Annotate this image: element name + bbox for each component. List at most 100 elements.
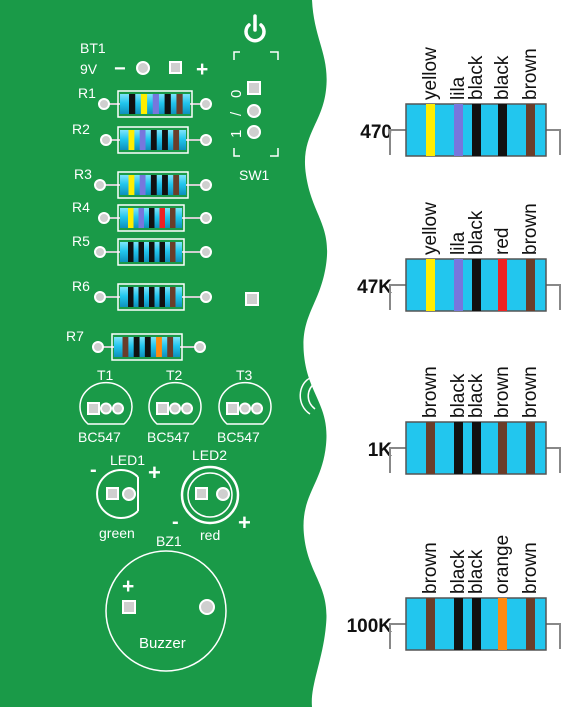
- transistor-ref: T2: [166, 367, 183, 383]
- led2-ref: LED2: [192, 447, 227, 463]
- resistor-ref: R2: [72, 121, 90, 137]
- edge-outline: [299, 377, 316, 415]
- legend-band-label: brown: [520, 542, 541, 594]
- transistor-pad: [251, 402, 263, 415]
- legend-band-label: black: [448, 373, 469, 418]
- resistor-pad: [98, 98, 110, 110]
- resistor-outline: [117, 204, 185, 232]
- legend-band-label: black: [466, 549, 487, 594]
- legend-band-label: brown: [520, 48, 541, 100]
- led2-color: red: [200, 527, 220, 543]
- legend-band-label: black: [448, 549, 469, 594]
- resistor-pad: [94, 246, 106, 258]
- legend-band: [498, 259, 507, 311]
- battery-ref: BT1: [80, 40, 106, 56]
- resistor-3: R3: [74, 166, 212, 199]
- legend-band: [498, 598, 507, 650]
- led1-minus: -: [90, 459, 97, 481]
- resistor-band: [144, 337, 151, 357]
- led2-inner: [187, 472, 233, 518]
- resistor-ref: R1: [78, 85, 96, 101]
- resistor-ref: R5: [72, 233, 90, 249]
- buzzer-name: Buzzer: [139, 635, 186, 652]
- resistor-outline: [117, 126, 189, 154]
- resistor-band: [128, 242, 134, 262]
- legend-band: [526, 104, 535, 156]
- resistor-band: [170, 242, 176, 262]
- legend-band: [426, 598, 435, 650]
- legend-band-label: lila: [448, 76, 469, 100]
- resistor-band: [173, 175, 180, 195]
- resistor-outline: [117, 171, 189, 199]
- battery-plus: +: [196, 58, 208, 81]
- resistor-pad: [200, 212, 212, 224]
- legend-band: [472, 598, 481, 650]
- extra-pad: [245, 292, 259, 306]
- legend-band: [426, 422, 435, 474]
- legend-band: [454, 598, 463, 650]
- resistor-band: [152, 94, 159, 114]
- led1-ref: LED1: [110, 452, 145, 468]
- legend-band: [426, 104, 435, 156]
- legend-band: [426, 259, 435, 311]
- resistor-pad: [200, 179, 212, 191]
- resistor-pad: [194, 341, 206, 353]
- led1-color: green: [99, 525, 135, 541]
- resistor-band: [138, 208, 144, 228]
- resistor-band: [150, 130, 157, 150]
- legend-band: [472, 259, 481, 311]
- legend-band: [454, 259, 463, 311]
- transistor-type: BC547: [147, 429, 190, 445]
- led2-minus: -: [172, 511, 179, 533]
- resistor-outline: [117, 283, 185, 311]
- led2-pad-cathode: [195, 487, 208, 500]
- transistor-ref: T3: [236, 367, 253, 383]
- resistor-ref: R3: [74, 166, 92, 182]
- resistor-5: R5: [72, 233, 212, 266]
- resistor-band: [128, 175, 135, 195]
- legend-band-label: red: [492, 228, 513, 255]
- legend-band-label: yellow: [420, 202, 441, 255]
- resistor-band: [159, 242, 165, 262]
- legend-band-label: black: [466, 210, 487, 255]
- resistor-pad: [100, 134, 112, 146]
- transistor-pad: [112, 402, 124, 415]
- legend-value: 47K: [357, 277, 392, 298]
- power-icon: [244, 14, 266, 43]
- buzzer-ref: BZ1: [156, 533, 182, 549]
- legend-band-label: orange: [492, 535, 513, 594]
- resistor-band: [133, 337, 140, 357]
- resistor-band: [128, 208, 134, 228]
- legend-value: 100K: [347, 616, 393, 637]
- resistor-band: [138, 242, 144, 262]
- resistor-band: [140, 94, 148, 114]
- switch-ref: SW1: [239, 167, 270, 183]
- resistor-pad: [200, 98, 212, 110]
- resistor-outline: [117, 90, 193, 118]
- resistor-band: [139, 175, 146, 195]
- transistor-pad: [100, 402, 112, 415]
- resistor-band: [164, 94, 171, 114]
- resistor-6: R6: [72, 278, 212, 311]
- led2-plus: +: [238, 510, 251, 535]
- resistor-band: [176, 94, 183, 114]
- led1-pad-cathode: [106, 487, 119, 500]
- resistor-ref: R7: [66, 328, 84, 344]
- transistor-pad: [239, 402, 251, 415]
- led2-outline: [180, 465, 240, 525]
- resistor-pad: [94, 291, 106, 303]
- battery-voltage: 9V: [80, 61, 98, 77]
- led1-pad-anode: [122, 487, 136, 501]
- legend-value: 470: [360, 122, 392, 143]
- resistor-band: [162, 130, 168, 150]
- resistor-band: [138, 287, 144, 307]
- legend-band: [472, 104, 481, 156]
- resistor-4: R4: [72, 199, 212, 232]
- transistor-pad: [87, 402, 100, 415]
- resistor-band: [149, 287, 155, 307]
